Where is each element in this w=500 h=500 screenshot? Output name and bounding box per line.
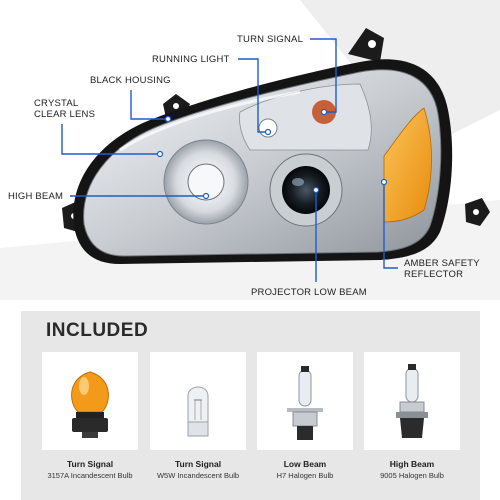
9005-halogen-bulb-icon — [396, 364, 428, 438]
bulb-desc-4: 9005 Halogen Bulb — [380, 471, 444, 480]
amber-reflector-shape — [383, 107, 432, 223]
bulb-card-high-beam-9005 — [364, 352, 460, 450]
bulb-name-4: High Beam — [389, 459, 435, 469]
headlight-illustration — [0, 0, 500, 300]
lens-highlight — [119, 90, 301, 152]
callout-lines — [61, 38, 398, 282]
high-beam-bulb — [187, 163, 225, 201]
included-title: INCLUDED — [46, 320, 149, 341]
h7-halogen-bulb-icon — [287, 366, 323, 440]
callout-running-light: RUNNING LIGHT — [152, 54, 230, 65]
headlight-diagram-section: TURN SIGNAL RUNNING LIGHT BLACK HOUSING … — [0, 0, 500, 300]
bulb-desc-1: 3157A Incandescent Bulb — [47, 471, 133, 480]
callout-high-beam: HIGH BEAM — [8, 191, 64, 202]
clear-wedge-bulb-icon — [187, 386, 209, 437]
callout-dots — [156, 108, 388, 200]
bulb-card-turn-signal-w5w — [150, 352, 246, 450]
bulb-name-3: Low Beam — [283, 459, 327, 469]
amber-bulb-icon — [71, 371, 109, 438]
callout-projector-low-beam: PROJECTOR LOW BEAM — [251, 287, 367, 298]
callout-turn-signal: TURN SIGNAL — [237, 34, 304, 45]
callout-black-housing: BLACK HOUSING — [90, 75, 171, 86]
callout-amber-safety-reflector: AMBER SAFETY REFLECTOR — [404, 258, 480, 280]
callout-crystal-clear-lens: CRYSTAL CLEAR LENS — [34, 98, 96, 120]
bulb-card-turn-signal-3157a — [42, 352, 138, 450]
bulb-desc-2: W5W Incandescent Bulb — [156, 471, 240, 480]
bulb-card-low-beam-h7 — [257, 352, 353, 450]
projector-lens — [282, 166, 330, 214]
bulb-name-1: Turn Signal — [66, 459, 114, 469]
bulb-name-2: Turn Signal — [174, 459, 222, 469]
bulb-desc-3: H7 Halogen Bulb — [276, 471, 334, 480]
